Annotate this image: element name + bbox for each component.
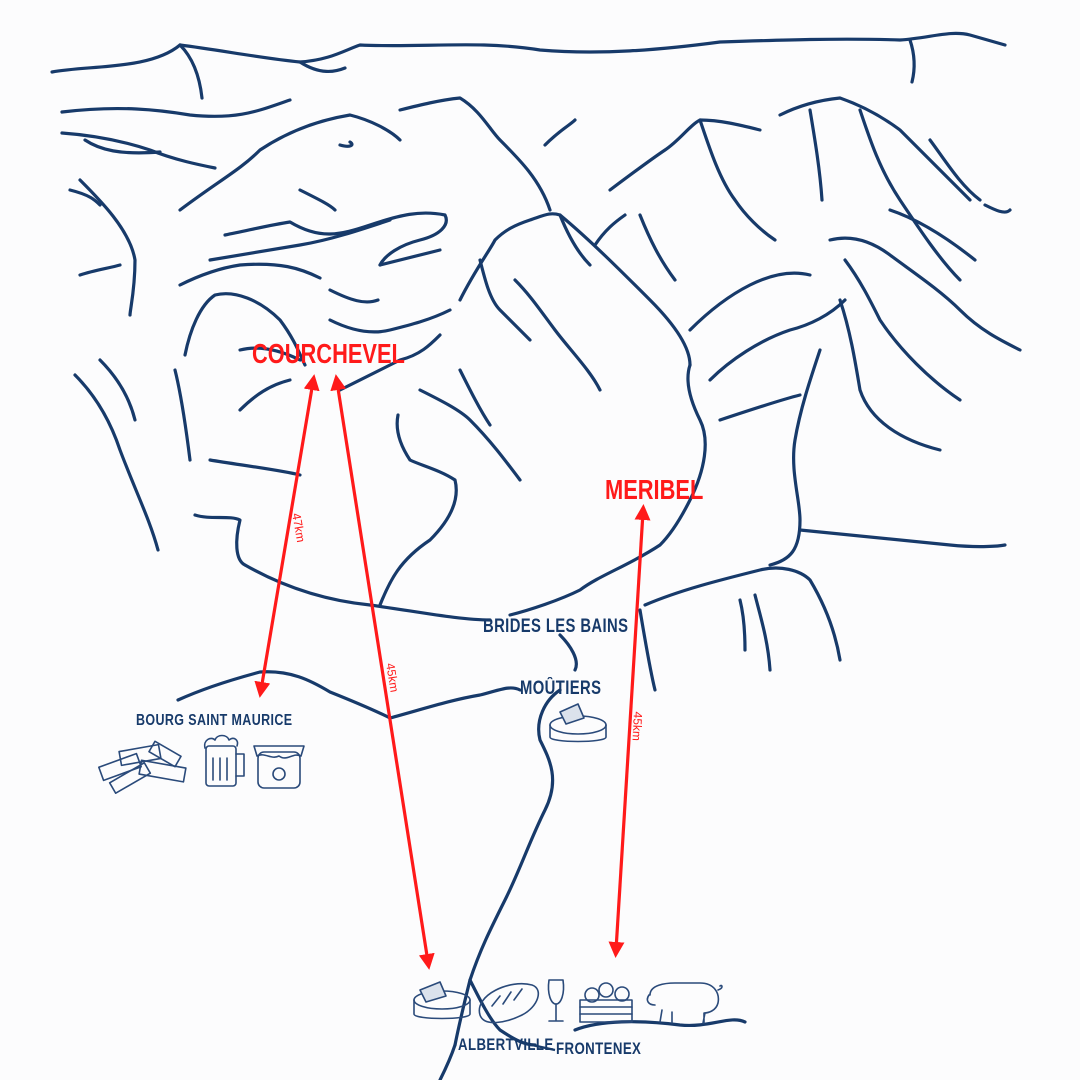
- jam-jar-icon: [253, 745, 305, 789]
- resort-label-courchevel: COURCHEVEL: [252, 338, 405, 369]
- cheese-wheel-icon: [413, 981, 471, 1020]
- route-courchevel-bourg: [254, 374, 320, 698]
- resort-label-meribel: MERIBEL: [605, 474, 704, 505]
- cheese-wheel-icon: [549, 703, 607, 743]
- town-label-bourg-saint-maurice: BOURG SAINT MAURICE: [136, 712, 293, 729]
- bread-icon: [478, 983, 540, 1024]
- town-label-brides-les-bains: BRIDES LES BAINS: [483, 616, 629, 637]
- pasta-icon: [98, 740, 187, 794]
- route-courchevel-albertville: [330, 374, 435, 970]
- beer-mug-icon: [203, 734, 245, 787]
- vegetable-crate-icon: [579, 982, 633, 1023]
- town-label-frontenex: FRONTENEX: [556, 1039, 642, 1058]
- town-label-albertville: ALBERTVILLE: [458, 1035, 554, 1054]
- town-label-moutiers: MOÛTIERS: [520, 678, 602, 699]
- route-meribel-frontenex: [608, 504, 651, 958]
- distance-label: 45km: [629, 711, 645, 742]
- pig-icon: [646, 982, 723, 1024]
- wine-glass-icon: [547, 979, 565, 1022]
